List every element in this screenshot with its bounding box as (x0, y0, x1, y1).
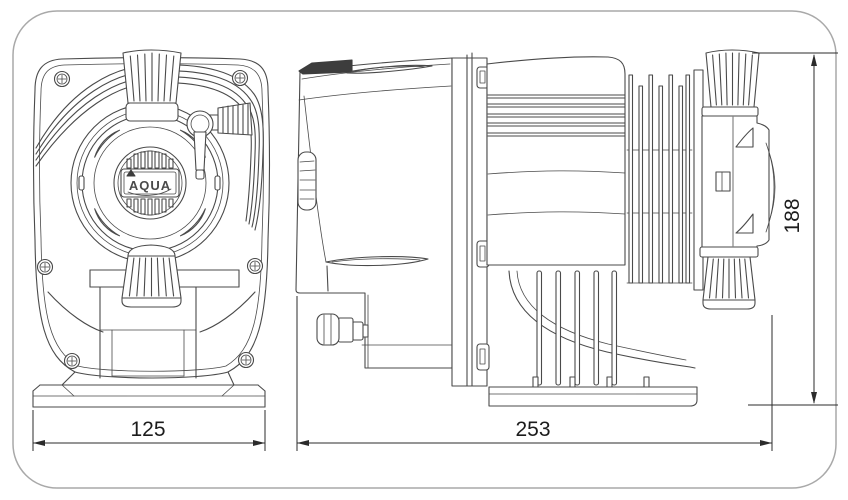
side-grip (297, 151, 317, 211)
bleed-valve (186, 102, 253, 180)
dimension-front-width: 125 (32, 410, 266, 451)
screw-icon (53, 70, 71, 88)
logo-triangle-icon (126, 169, 136, 177)
latch-clip (476, 240, 490, 268)
dimension-label-height: 188 (781, 198, 804, 233)
dimension-label-length: 253 (515, 418, 550, 441)
pump-head-side (699, 49, 776, 310)
side-housing (295, 57, 453, 369)
corner-screws (36, 69, 264, 370)
cap-slats (126, 150, 174, 216)
discharge-fitting-top (122, 49, 182, 122)
display-slot (298, 59, 353, 75)
mounting-bracket (488, 270, 698, 407)
top-vent-slot (346, 64, 433, 74)
head-body (701, 115, 770, 248)
front-center-cap: AQUA (113, 146, 187, 220)
suction-fitting-bottom (121, 244, 182, 308)
logo-swoosh (127, 188, 172, 196)
motor-body (486, 56, 626, 266)
pump-front-view: AQUA (32, 49, 271, 408)
latch-clip (476, 343, 490, 371)
lower-vent-slot (325, 256, 429, 267)
screw-icon (36, 258, 54, 276)
valve-lever (193, 131, 207, 171)
junction-band (451, 52, 490, 387)
dimension-side-length: 253 (296, 296, 773, 451)
drawing-frame (12, 10, 837, 489)
screw-icon (63, 352, 81, 370)
base-plate (488, 376, 698, 407)
dimension-annotations: 125 253 188 (32, 52, 838, 451)
screw-icon (246, 257, 264, 275)
pump-side-view (295, 49, 776, 407)
front-pedestal (99, 286, 197, 379)
front-base-flange (32, 371, 266, 408)
screw-icon (237, 351, 255, 369)
cable-gland (316, 313, 369, 346)
brand-logo-text: AQUA (129, 178, 171, 193)
motor-ribs (487, 94, 626, 137)
dimension-label-width: 125 (130, 418, 165, 441)
screw-icon (231, 69, 249, 87)
dimension-height: 188 (748, 52, 838, 406)
cooling-fins (626, 69, 704, 291)
crescent-cutouts (94, 129, 206, 237)
